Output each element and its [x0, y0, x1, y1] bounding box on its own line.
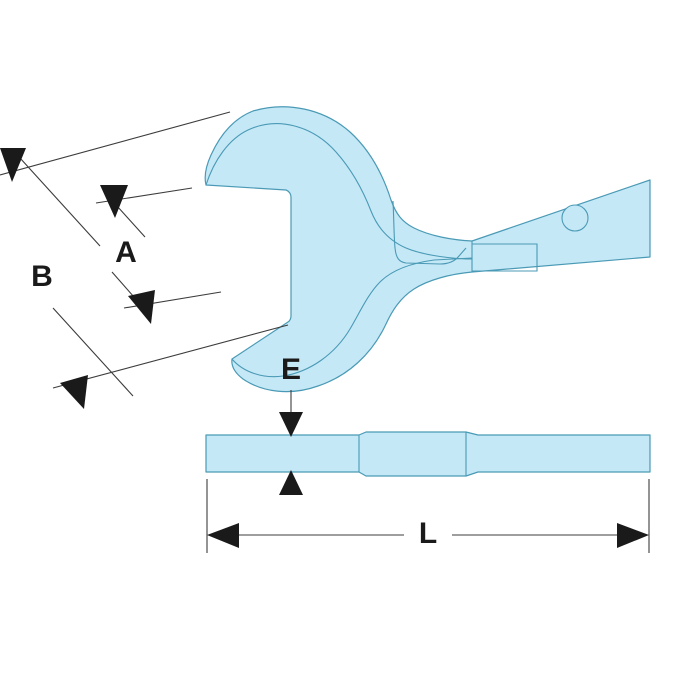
dimension-e-group: E	[279, 353, 303, 495]
dimension-e-arrow-bottom	[279, 470, 303, 495]
dimension-l-label: L	[419, 517, 437, 550]
dimension-e-label: E	[281, 353, 301, 386]
dimension-b-ext-line-upper	[19, 157, 101, 247]
dimension-b-line-upper	[0, 111, 231, 176]
dimension-l-arrow-left	[207, 523, 239, 548]
dimension-a-group: A	[95, 185, 222, 324]
dimension-b-arrow-lower	[60, 375, 88, 409]
dimension-a-arrow-upper	[100, 185, 128, 218]
dimension-l-arrow-right	[617, 523, 649, 548]
dimension-b-label: B	[31, 260, 53, 293]
dimension-b-group: B	[0, 111, 289, 409]
wrench-head-inner-contour	[205, 123, 472, 260]
side-profile-view-group	[205, 431, 651, 477]
plan-view-group	[204, 106, 651, 393]
hanging-hole	[561, 204, 589, 232]
wrench-neck-recess	[392, 200, 467, 265]
wrench-side-profile	[205, 431, 651, 477]
dimension-b-ext-line-lower	[52, 307, 134, 397]
dimension-a-arrow-lower	[128, 290, 155, 324]
dimension-b-arrow-upper	[0, 148, 26, 182]
wrench-head-inner-contour-lower	[231, 257, 473, 378]
wrench-outer-body	[204, 106, 651, 393]
dimension-b-line-lower	[52, 324, 289, 389]
dimension-e-arrow-top	[279, 412, 303, 437]
dimension-l-group: L	[206, 479, 650, 553]
dimension-a-label: A	[115, 236, 137, 269]
handle-flat-boundary	[472, 243, 538, 272]
